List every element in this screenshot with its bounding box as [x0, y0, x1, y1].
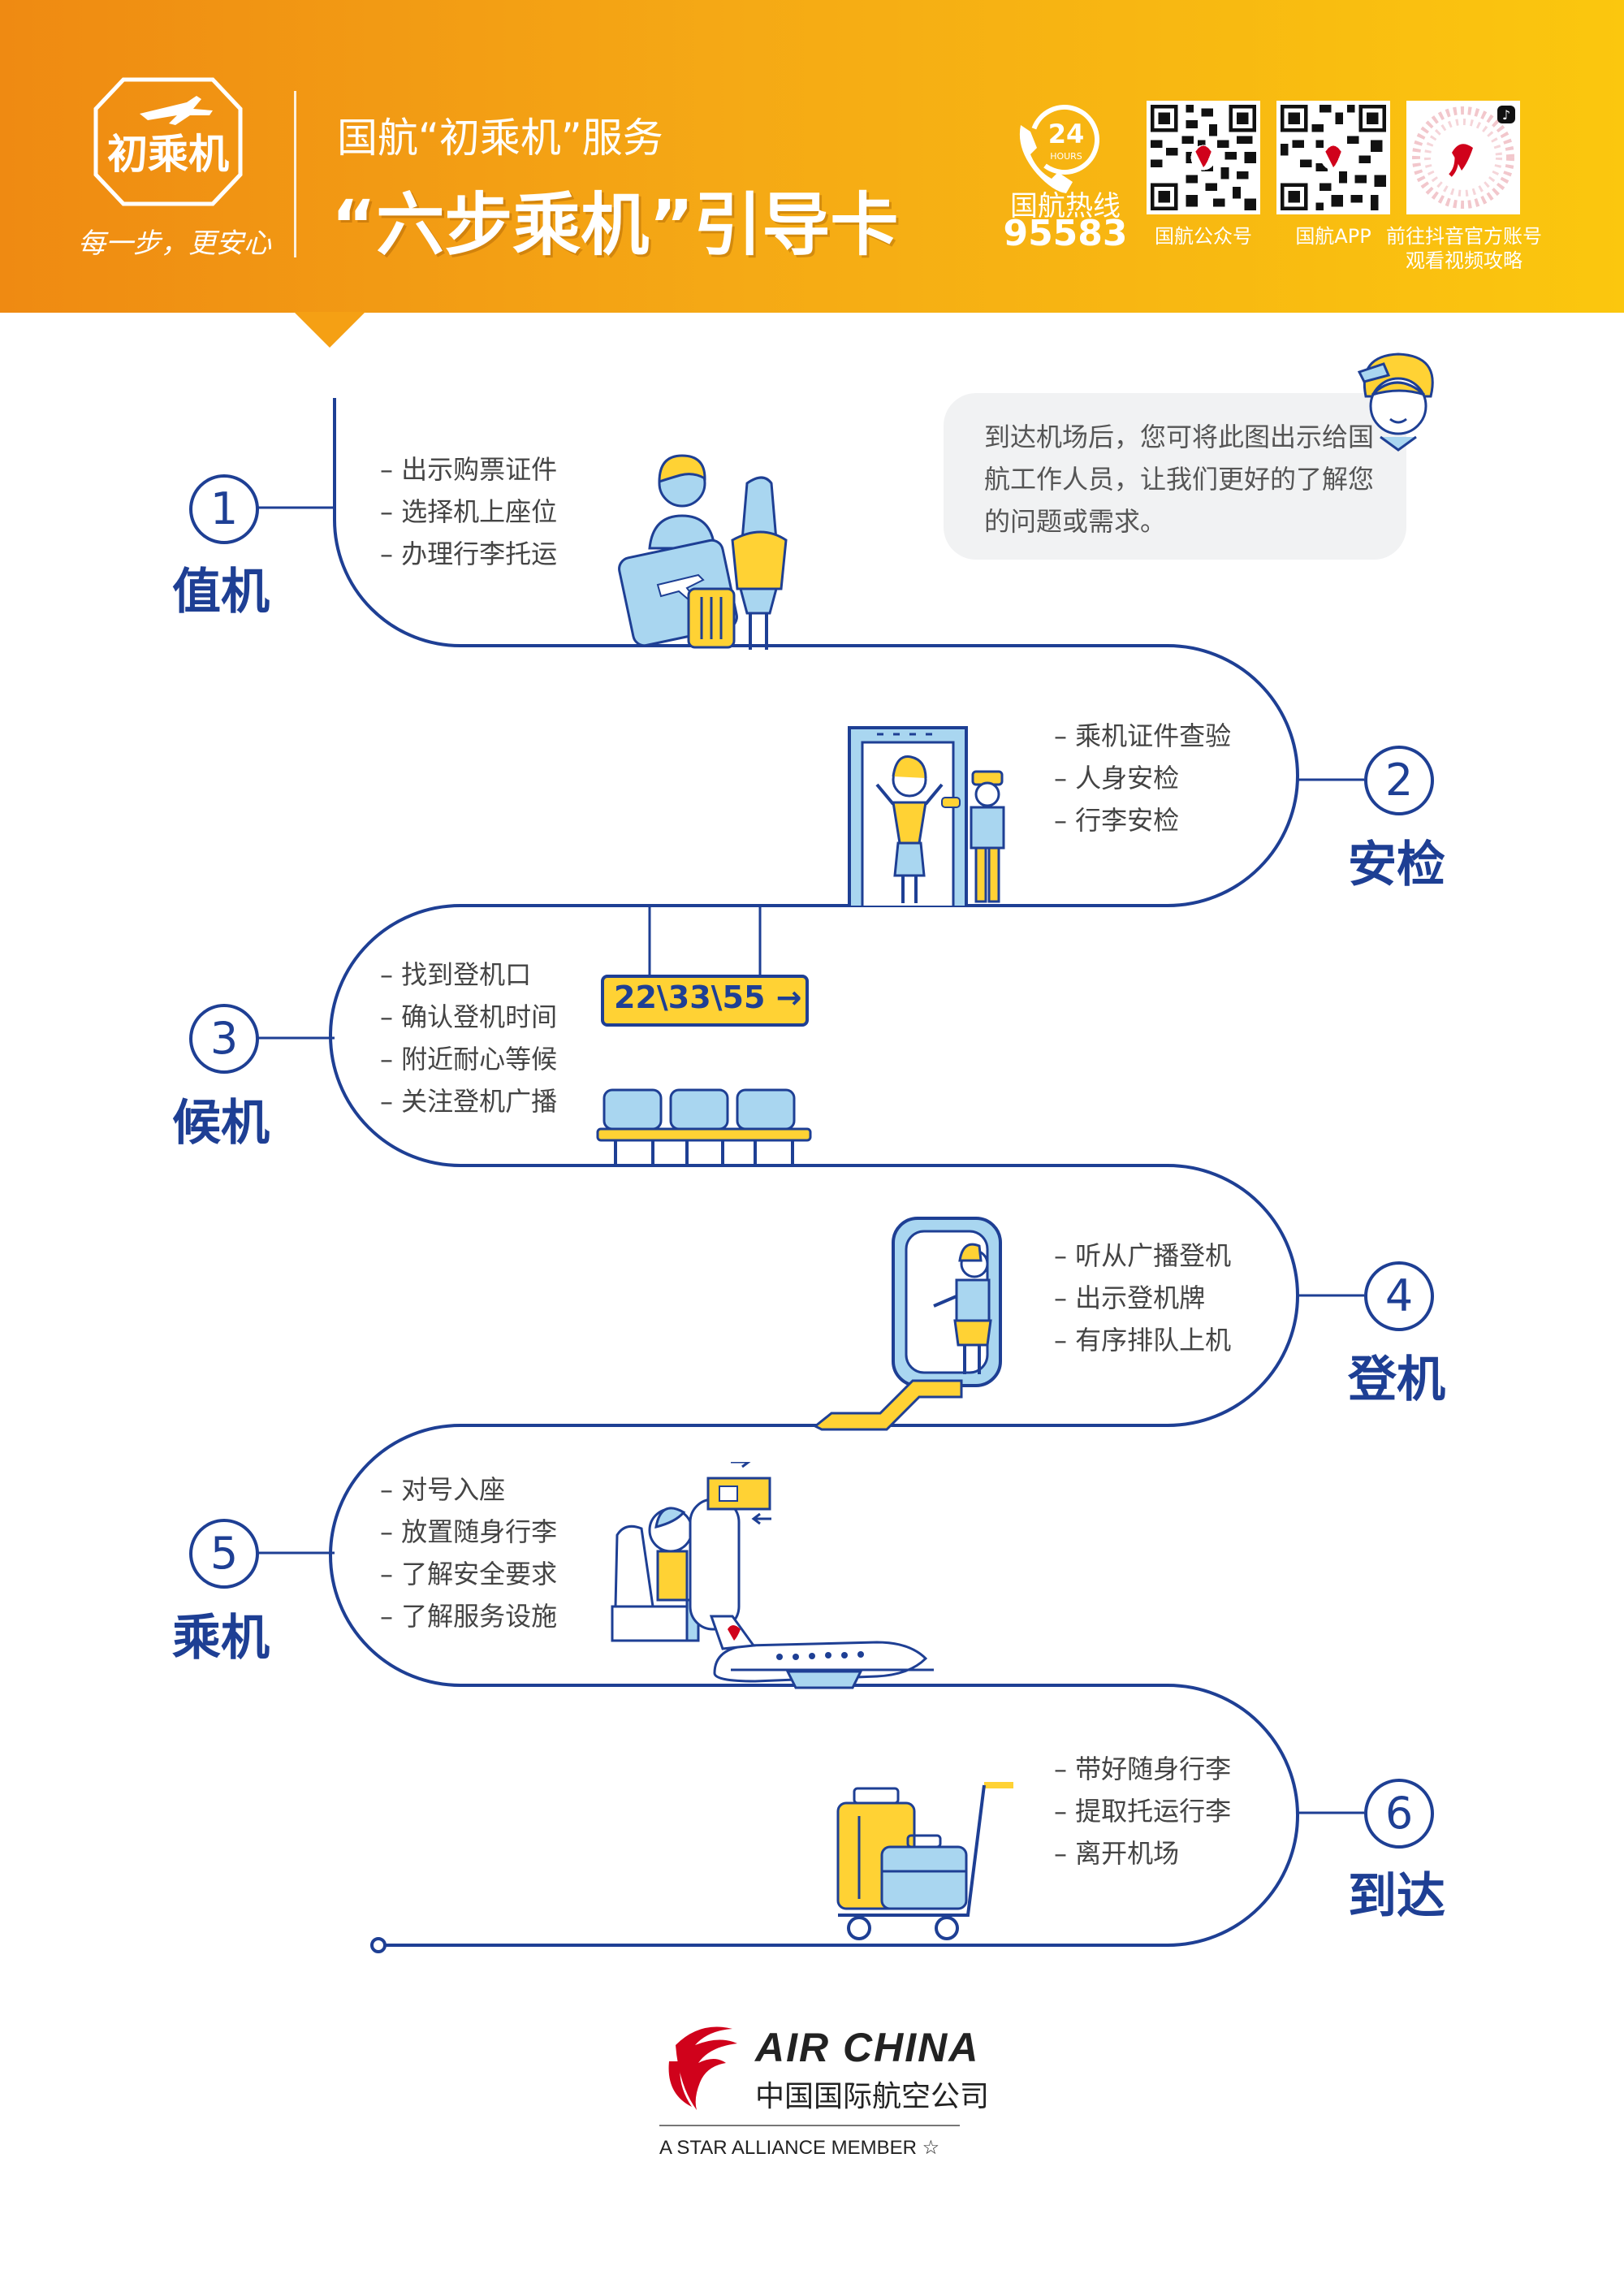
step-4-items: – 听从广播登机 – 出示登机牌 – 有序排队上机 — [1054, 1235, 1231, 1361]
gate-sign — [601, 975, 809, 1027]
list-item: – 对号入座 — [380, 1474, 506, 1505]
flight-attendant-avatar — [1357, 352, 1434, 452]
svg-text:♪: ♪ — [1502, 107, 1510, 123]
step-2-number: 2 — [1364, 746, 1434, 815]
qr-code-wechat[interactable] — [1147, 101, 1260, 214]
step-5-number: 5 — [189, 1519, 259, 1589]
gate-sign-hangers — [648, 906, 762, 975]
step-2-items: – 乘机证件查验 – 人身安检 – 行李安检 — [1054, 715, 1231, 841]
step-5-title: 乘机 — [172, 1610, 270, 1667]
footer-divider — [659, 2125, 960, 2126]
boarding-door-illustration — [813, 1217, 1002, 1431]
brand-name-cn: 中国国际航空公司 — [755, 2080, 990, 2113]
svg-text:24: 24 — [1048, 119, 1085, 149]
qr-label-douyin: 前往抖音官方账号 观看视频攻略 — [1385, 224, 1543, 273]
check-in-counter-illustration — [618, 454, 788, 650]
logo-text: 初乘机 — [107, 131, 229, 178]
qr-code-image — [1276, 101, 1390, 214]
step-6-number: 6 — [1364, 1779, 1434, 1849]
qr-label-wechat: 国航公众号 — [1155, 225, 1252, 248]
qr-label-app: 国航APP — [1295, 225, 1371, 248]
list-item: – 出示登机牌 — [1054, 1282, 1206, 1313]
gate-number: 22\33\55 → — [614, 979, 802, 1015]
list-item: – 乘机证件查验 — [1054, 720, 1232, 751]
list-item: – 人身安检 — [1054, 763, 1180, 794]
qr-label-douyin-line2: 观看视频攻略 — [1406, 249, 1522, 272]
step-4-number: 4 — [1364, 1261, 1434, 1331]
qr-code-app[interactable] — [1276, 101, 1390, 214]
first-flight-logo: 初乘机 — [93, 77, 243, 206]
brand-name: AIR CHINA — [755, 2025, 980, 2070]
step-1-title: 值机 — [172, 564, 270, 621]
list-item: – 放置随身行李 — [380, 1516, 558, 1547]
list-item: – 确认登机时间 — [380, 1001, 558, 1032]
page-title: “六步乘机”引导卡 — [331, 185, 899, 265]
security-gate-illustration — [848, 726, 1005, 906]
douyin-code-image: ♪ — [1406, 101, 1520, 214]
step-1-number: 1 — [189, 474, 259, 544]
list-item: – 附近耐心等候 — [380, 1044, 558, 1075]
list-item: – 关注登机广播 — [380, 1086, 558, 1117]
header-pointer — [294, 312, 365, 348]
qr-label-douyin-line1: 前往抖音官方账号 — [1386, 225, 1542, 248]
waiting-seats-illustration — [596, 1088, 812, 1165]
list-item: – 出示购票证件 — [380, 454, 558, 485]
list-item: – 提取托运行李 — [1054, 1796, 1232, 1827]
help-tip-text: 到达机场后，您可将此图出示给国航工作人员，让我们更好的了解您的问题或需求。 — [984, 422, 1375, 537]
hotline-label: 国航热线 — [1010, 190, 1121, 223]
list-item: – 听从广播登机 — [1054, 1240, 1232, 1271]
star-alliance-label: A STAR ALLIANCE MEMBER ☆ — [659, 2137, 940, 2159]
step-2-title: 安检 — [1348, 837, 1445, 893]
help-tip-bubble — [944, 393, 1406, 560]
step-6-title: 到达 — [1348, 1868, 1445, 1925]
list-item: – 选择机上座位 — [380, 496, 558, 527]
step-4-title: 登机 — [1348, 1351, 1445, 1408]
luggage-cart-illustration — [836, 1782, 1013, 1940]
list-item: – 带好随身行李 — [1054, 1754, 1232, 1784]
list-item: – 了解安全要求 — [380, 1559, 558, 1589]
step-6-items: – 带好随身行李 – 提取托运行李 – 离开机场 — [1054, 1748, 1231, 1875]
list-item: – 有序排队上机 — [1054, 1325, 1232, 1356]
svg-text:HOURS: HOURS — [1050, 151, 1082, 162]
douyin-code[interactable]: ♪ — [1406, 101, 1520, 214]
phone-24h-icon: 24 HOURS — [1019, 105, 1099, 193]
header-divider — [294, 91, 296, 257]
step-1-items: – 出示购票证件 – 选择机上座位 – 办理行李托运 — [380, 448, 557, 575]
slogan: 每一步，更安心 — [78, 227, 271, 260]
air-china-phoenix-logo — [668, 2026, 737, 2110]
step-3-number: 3 — [189, 1004, 259, 1074]
step-3-items: – 找到登机口 – 确认登机时间 – 附近耐心等候 – 关注登机广播 — [380, 954, 557, 1122]
step-5-items: – 对号入座 – 放置随身行李 – 了解安全要求 – 了解服务设施 — [380, 1468, 557, 1637]
list-item: – 离开机场 — [1054, 1838, 1180, 1869]
step-3-title: 候机 — [172, 1095, 270, 1152]
list-item: – 办理行李托运 — [380, 538, 558, 569]
cabin-seat-plane-illustration — [611, 1462, 934, 1689]
list-item: – 了解服务设施 — [380, 1601, 558, 1632]
service-subtitle: 国航“初乘机”服务 — [337, 115, 663, 162]
hotline-number[interactable]: 95583 — [1003, 213, 1128, 254]
list-item: – 找到登机口 — [380, 959, 532, 990]
qr-code-image — [1147, 101, 1260, 214]
list-item: – 行李安检 — [1054, 805, 1180, 836]
